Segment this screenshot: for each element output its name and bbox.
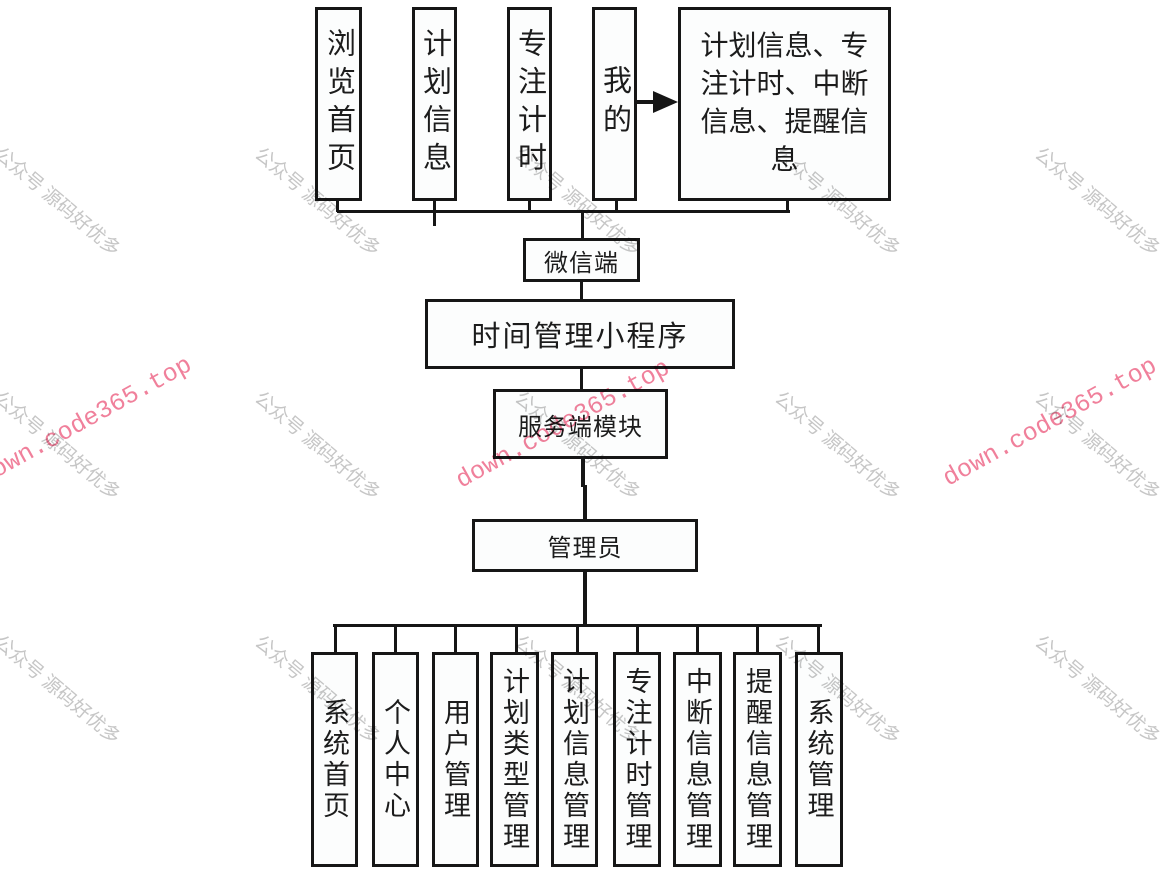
- node-label: 专注计时管理: [621, 666, 652, 853]
- node-plan-info-mgmt: 计划信息管理: [551, 652, 598, 867]
- watermark-pink: down.code365.top: [0, 350, 197, 493]
- node-mine-detail: 计划信息、专注计时、中断信息、提醒信息: [678, 7, 891, 201]
- connector-stub-mine: [615, 200, 618, 212]
- node-label: 系统管理: [803, 697, 834, 822]
- connector-stub-interrupt-info-mgmt: [696, 624, 699, 653]
- node-reminder-info-mgmt: 提醒信息管理: [733, 652, 782, 867]
- node-label: 个人中心: [380, 697, 410, 822]
- connector-stub-plan-info-mgmt: [576, 624, 579, 653]
- node-plan-type-mgmt: 计划类型管理: [490, 652, 539, 867]
- node-label: 管理员: [547, 536, 623, 562]
- node-personal-center: 个人中心: [372, 652, 419, 867]
- arrow-line: [637, 100, 655, 104]
- connector-stub-mine-detail: [786, 200, 789, 212]
- connector-stub-system-home: [334, 624, 337, 653]
- node-label: 提醒信息管理: [742, 666, 772, 853]
- watermark-pink: down.code365.top: [937, 351, 1162, 494]
- connector-stub-system-mgmt: [817, 624, 820, 653]
- node-app-root: 时间管理小程序: [425, 299, 735, 369]
- node-label: 专注计时: [513, 28, 546, 180]
- node-label: 服务端模块: [518, 414, 643, 441]
- node-label: 用户管理: [440, 697, 470, 822]
- connector-stub-reminder-info-mgmt: [756, 624, 759, 653]
- node-label: 中断信息管理: [682, 666, 712, 853]
- node-browse-home: 浏览首页: [315, 7, 362, 201]
- node-label: 微信端: [544, 250, 619, 277]
- node-label: 计划信息、专注计时、中断信息、提醒信息: [700, 31, 869, 176]
- watermark-gray: 公众号 源码好优多: [0, 387, 124, 505]
- connector-stub-focus-timer: [528, 200, 531, 212]
- watermark-gray: 公众号 源码好优多: [0, 631, 124, 749]
- watermark-gray: 公众号 源码好优多: [0, 143, 124, 261]
- connector-wechat-to-app: [580, 280, 583, 300]
- node-label: 系统首页: [319, 697, 349, 822]
- connector-bus-to-wechat: [581, 212, 584, 239]
- arrow-right-icon: [653, 91, 678, 113]
- watermark-gray: 公众号 源码好优多: [250, 387, 384, 505]
- node-label: 计划信息: [418, 28, 451, 180]
- node-admin: 管理员: [472, 519, 698, 572]
- watermark-gray: 公众号 源码好优多: [1030, 387, 1164, 505]
- connector-stub-focus-timer-mgmt: [636, 624, 639, 653]
- connector-server-to-admin-lower: [583, 485, 587, 520]
- connector-server-to-admin-upper: [581, 458, 585, 487]
- watermark-gray: 公众号 源码好优多: [1030, 631, 1164, 749]
- connector-stub-user-mgmt: [454, 624, 457, 653]
- connector-stub-personal-center: [394, 624, 397, 653]
- node-mine: 我的: [592, 7, 637, 201]
- node-interrupt-info-mgmt: 中断信息管理: [673, 652, 722, 867]
- node-focus-timer-mgmt: 专注计时管理: [613, 652, 661, 867]
- node-server-module: 服务端模块: [493, 389, 668, 459]
- connector-app-to-server: [580, 367, 583, 390]
- connector-stub-plan-type-mgmt: [515, 624, 518, 653]
- watermark-gray: 公众号 源码好优多: [1030, 143, 1164, 261]
- connector-stub-browse-home: [336, 200, 339, 212]
- node-label: 我的: [598, 65, 631, 143]
- node-wechat-client: 微信端: [523, 238, 640, 282]
- node-label: 计划类型管理: [499, 666, 529, 853]
- node-system-mgmt: 系统管理: [795, 652, 843, 867]
- node-label: 浏览首页: [322, 28, 355, 180]
- connector-stub-plan-info: [433, 200, 436, 226]
- node-plan-info: 计划信息: [412, 7, 457, 201]
- connector-admin-to-bus: [583, 572, 587, 626]
- node-system-home: 系统首页: [311, 652, 358, 867]
- connector-top-bus: [337, 210, 790, 213]
- node-label: 时间管理小程序: [471, 321, 689, 353]
- watermark-gray: 公众号 源码好优多: [770, 387, 904, 505]
- node-label: 计划信息管理: [559, 666, 589, 853]
- node-focus-timer: 专注计时: [507, 7, 552, 201]
- node-user-mgmt: 用户管理: [432, 652, 479, 867]
